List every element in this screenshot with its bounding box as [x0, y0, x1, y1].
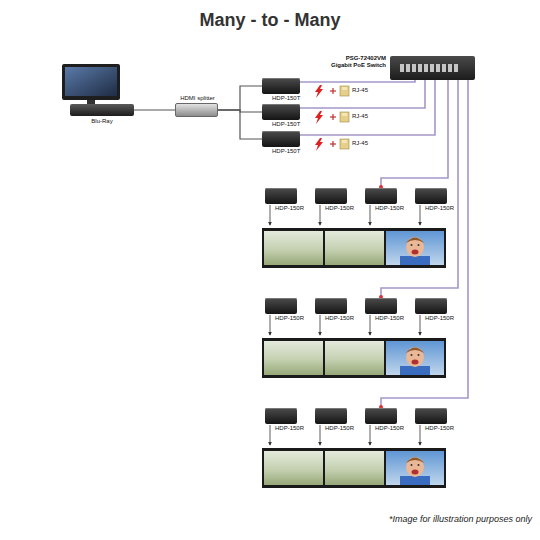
receiver: HDP-150R	[315, 298, 347, 314]
receiver: HDP-150R	[415, 408, 447, 424]
receiver: HDP-150R	[265, 298, 297, 314]
device-label: HDP-150R	[325, 425, 354, 432]
transmitter: HDP-150T	[262, 78, 300, 94]
receiver: HDP-150R	[315, 408, 347, 424]
cable	[300, 80, 435, 135]
cable	[381, 80, 448, 188]
power-icons	[315, 85, 349, 98]
receiver: HDP-150R	[415, 188, 447, 204]
device-label: HDP-150R	[375, 425, 404, 432]
device-label: Gigabit PoE Switch	[331, 62, 386, 69]
device-label: HDP-150T	[272, 148, 300, 155]
connector-label: RJ-45	[352, 113, 368, 120]
device-label: HDP-150R	[425, 205, 454, 212]
device-label: HDP-150R	[275, 315, 304, 322]
cable	[134, 109, 175, 110]
receiver: HDP-150R	[315, 188, 347, 204]
power-icons	[315, 111, 349, 124]
device-label: HDP-150R	[375, 205, 404, 212]
monitor-screen	[65, 67, 117, 96]
cable	[218, 86, 262, 110]
hdmi-splitter: HDMI splitter	[175, 103, 218, 117]
device-label: Blu-Ray	[91, 118, 112, 125]
device-label: HDP-150R	[325, 315, 354, 322]
receiver: HDP-150R	[365, 298, 397, 314]
device-label: PSG-72402VM	[346, 55, 386, 62]
device-label: HDP-150R	[375, 315, 404, 322]
device-label: HDP-150R	[425, 315, 454, 322]
video-wall	[262, 228, 446, 268]
device-label: HDP-150R	[325, 205, 354, 212]
title: Many - to - Many	[0, 10, 540, 31]
device-label: HDP-150R	[275, 205, 304, 212]
output-arrows	[270, 205, 420, 225]
power-icons	[315, 138, 349, 151]
receiver: HDP-150R	[265, 408, 297, 424]
cable	[381, 80, 468, 408]
monitor-frame	[62, 64, 120, 100]
receiver: HDP-150R	[265, 188, 297, 204]
cable	[218, 110, 262, 139]
video-wall	[262, 448, 446, 488]
device-label: HDP-150T	[272, 95, 300, 102]
caption: *Image for illustration purposes only	[389, 514, 532, 524]
device-label: HDP-150R	[425, 425, 454, 432]
output-arrows	[270, 425, 420, 445]
receiver: HDP-150R	[365, 408, 397, 424]
video-wall	[262, 338, 446, 378]
receiver: HDP-150R	[365, 188, 397, 204]
transmitter: HDP-150T	[262, 104, 300, 120]
poe-switch: PSG-72402VMGigabit PoE Switch	[390, 56, 475, 80]
device-label: HDP-150T	[272, 121, 300, 128]
cable	[300, 80, 425, 108]
device-label: HDMI splitter	[180, 95, 215, 102]
output-arrows	[270, 315, 420, 335]
cable	[300, 80, 415, 82]
connector-label: RJ-45	[352, 140, 368, 147]
monitor	[62, 64, 120, 104]
receiver: HDP-150R	[415, 298, 447, 314]
device-label: HDP-150R	[275, 425, 304, 432]
connector-label: RJ-45	[352, 87, 368, 94]
bluray-player: Blu-Ray	[70, 104, 134, 116]
transmitter: HDP-150T	[262, 131, 300, 147]
